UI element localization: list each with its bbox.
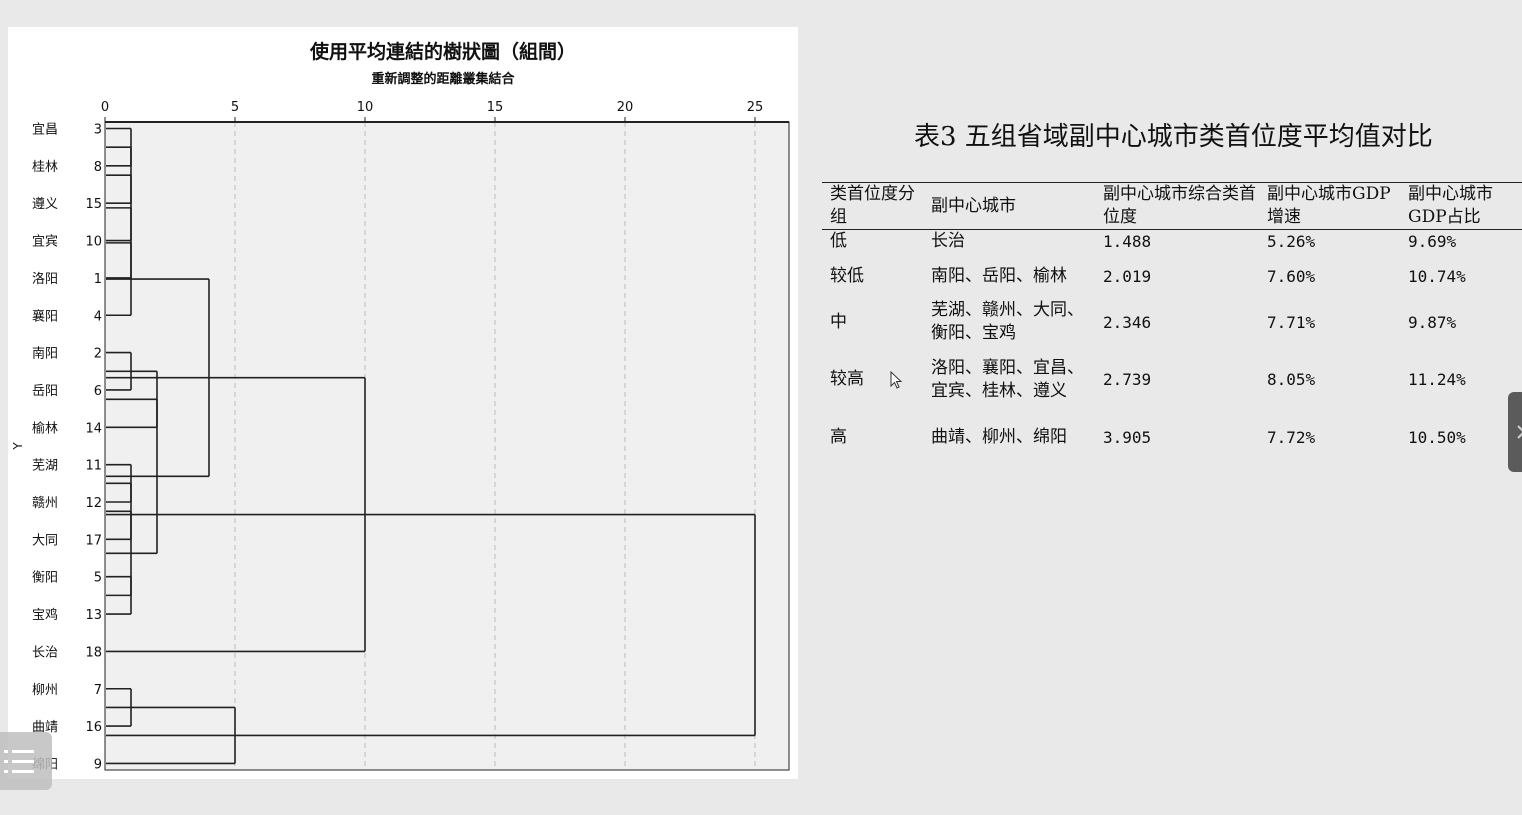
leaf-name-label: 岳阳 <box>32 384 58 399</box>
cell-cities: 南阳、岳阳、榆林 <box>931 265 1067 286</box>
leaf-name-label: 衡阳 <box>32 571 58 586</box>
cell-group: 较高 <box>830 369 864 389</box>
leaf-id-label: 1 <box>94 272 102 287</box>
leaf-name-label: 柳州 <box>32 683 58 698</box>
leaf-id-label: 3 <box>94 123 102 138</box>
cell-group: 较低 <box>830 265 864 286</box>
cell-group: 低 <box>830 231 847 251</box>
leaf-id-label: 9 <box>94 757 102 772</box>
cell-primacy: 2.346 <box>1103 312 1152 332</box>
leaf-name-label: 洛阳 <box>32 272 58 287</box>
leaf-id-label: 17 <box>85 533 102 548</box>
leaf-id-label: 8 <box>94 160 102 175</box>
leaf-id-label: 7 <box>94 683 102 698</box>
header-share: 副中心城市GDP占比 <box>1408 184 1493 227</box>
table-row: 高 曲靖、柳州、绵阳 3.905 7.72% 10.50% <box>822 414 1522 460</box>
leaf-name-label: 南阳 <box>32 346 58 362</box>
leaf-id-label: 4 <box>94 309 102 324</box>
chart-title: 使用平均連結的樹狀圖（組間） <box>309 40 576 63</box>
leaf-id-label: 12 <box>85 496 102 511</box>
leaf-id-label: 2 <box>94 347 102 362</box>
leaf-id-label: 13 <box>85 608 102 623</box>
header-primacy: 副中心城市综合类首位度 <box>1103 184 1256 227</box>
table-row: 中 芜湖、赣州、大同、衡阳、宝鸡 2.346 7.71% 9.87% <box>822 299 1522 345</box>
cell-group: 中 <box>830 311 847 332</box>
leaf-name-label: 榆林 <box>32 421 58 436</box>
chart-subtitle: 重新調整的距離叢集結合 <box>371 71 515 87</box>
leaf-id-label: 5 <box>94 571 102 586</box>
cell-growth: 7.71% <box>1267 312 1316 332</box>
comparison-table-panel: 表3 五组省域副中心城市类首位度平均值对比 类首位度分组 副中心城市 副中心城市… <box>822 112 1522 472</box>
cursor-arrow-icon <box>890 371 903 389</box>
cell-growth: 8.05% <box>1267 370 1316 389</box>
cell-cities: 洛阳、襄阳、宜昌、宜宾、桂林、遵义 <box>931 357 1084 401</box>
table-row: 较低 南阳、岳阳、榆林 2.019 7.60% 10.74% <box>822 253 1522 299</box>
x-tick-label: 25 <box>747 100 764 115</box>
header-cities: 副中心城市 <box>931 195 1016 216</box>
table-row: 较高 洛阳、襄阳、宜昌、宜宾、桂林、遵义 2.739 8.05% 11.24% <box>822 345 1522 414</box>
leaf-name-label: 襄阳 <box>32 308 58 324</box>
leaf-id-label: 10 <box>85 235 102 250</box>
leaf-id-label: 6 <box>94 384 102 399</box>
leaf-id-label: 18 <box>85 645 102 660</box>
x-tick-label: 5 <box>231 100 239 115</box>
leaf-name-label: 宝鸡 <box>32 607 58 623</box>
cell-group: 高 <box>830 426 847 447</box>
list-menu-icon <box>4 750 34 773</box>
cell-share: 11.24% <box>1408 370 1466 389</box>
chevron-icon <box>1517 425 1522 439</box>
leaf-name-label: 宜宾 <box>32 234 58 250</box>
cell-primacy: 3.905 <box>1103 427 1152 447</box>
cell-growth: 5.26% <box>1267 232 1316 251</box>
leaf-name-label: 芜湖 <box>32 459 58 474</box>
leaf-id-label: 15 <box>85 197 102 212</box>
cell-share: 9.69% <box>1408 232 1457 251</box>
cell-growth: 7.72% <box>1267 427 1316 447</box>
plot-area <box>104 121 790 771</box>
cell-share: 10.50% <box>1408 427 1466 447</box>
leaf-id-label: 14 <box>85 421 102 436</box>
table-header-row: 类首位度分组 副中心城市 副中心城市综合类首位度 副中心城市GDP增速 副中心城… <box>822 182 1522 230</box>
table-title: 表3 五组省域副中心城市类首位度平均值对比 <box>914 122 1433 152</box>
cell-growth: 7.60% <box>1267 266 1316 286</box>
cell-share: 10.74% <box>1408 266 1466 286</box>
x-tick-label: 10 <box>357 100 374 115</box>
data-table: 类首位度分组 副中心城市 副中心城市综合类首位度 副中心城市GDP增速 副中心城… <box>822 182 1522 460</box>
header-group: 类首位度分组 <box>830 184 915 227</box>
leaf-name-label: 长治 <box>32 645 58 660</box>
leaf-name-label: 宜昌 <box>32 123 58 138</box>
leaf-name-label: 赣州 <box>32 496 58 511</box>
leaf-name-label: 曲靖 <box>32 720 58 735</box>
x-tick-label: 0 <box>101 100 109 115</box>
table-row: 低 长治 1.488 5.26% 9.69% <box>822 230 1522 254</box>
leaf-id-label: 11 <box>85 459 102 474</box>
leaf-name-label: 遵义 <box>32 196 58 212</box>
cell-primacy: 1.488 <box>1103 232 1152 251</box>
cell-cities: 曲靖、柳州、绵阳 <box>931 426 1067 447</box>
header-growth: 副中心城市GDP增速 <box>1267 184 1391 227</box>
cell-cities: 长治 <box>931 231 965 251</box>
x-tick-label: 20 <box>617 100 634 115</box>
leaf-name-label: 大同 <box>32 533 58 548</box>
side-panel-tab[interactable] <box>1508 392 1522 472</box>
leaf-name-label: 桂林 <box>32 160 58 175</box>
cell-primacy: 2.739 <box>1103 370 1152 389</box>
list-menu-button[interactable] <box>0 732 52 790</box>
cell-cities: 芜湖、赣州、大同、衡阳、宝鸡 <box>931 300 1084 343</box>
cell-share: 9.87% <box>1408 312 1457 332</box>
cell-primacy: 2.019 <box>1103 266 1152 286</box>
x-tick-label: 15 <box>487 100 504 115</box>
leaf-id-label: 16 <box>85 720 102 735</box>
y-axis-label: Y <box>11 442 25 451</box>
